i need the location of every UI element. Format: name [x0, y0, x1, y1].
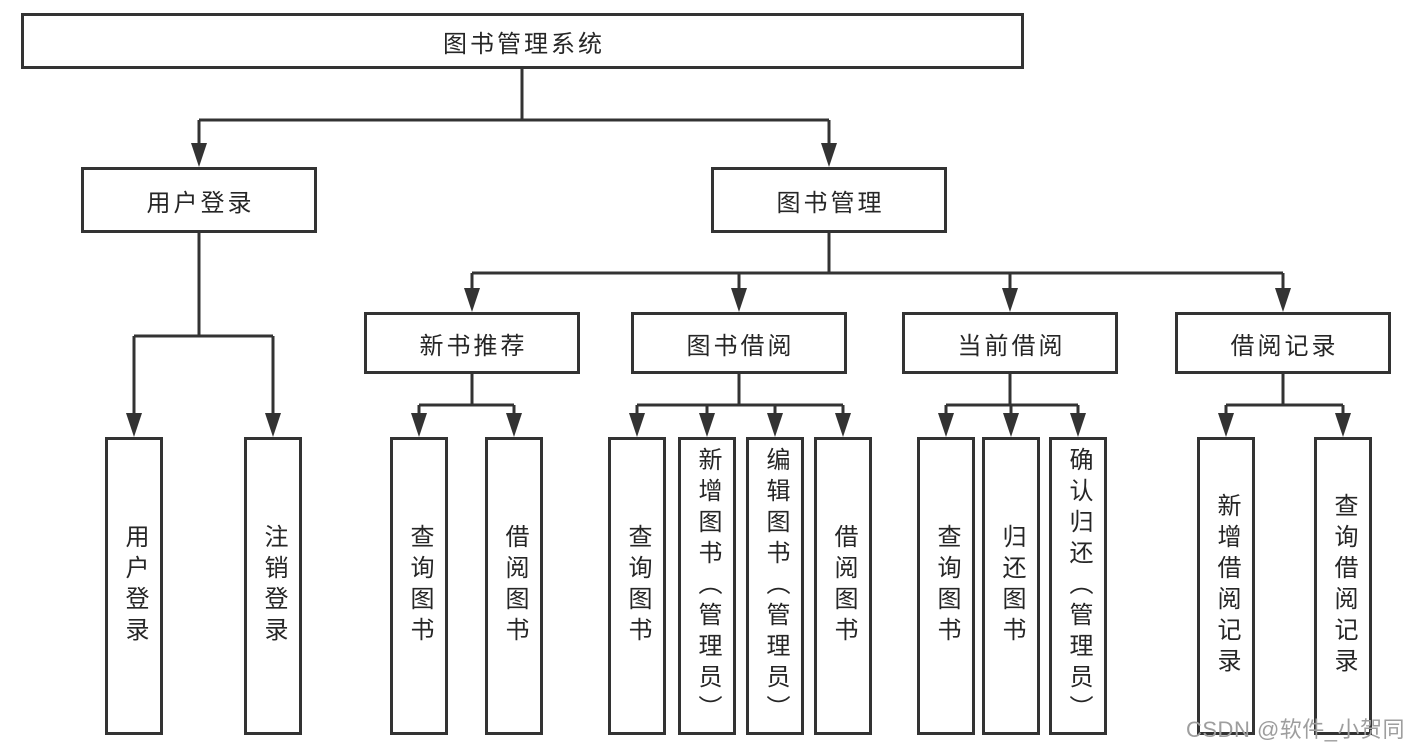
- node-book-management: 图书管理: [711, 167, 947, 233]
- leaf-add-borrow-record: 新增借阅记录: [1197, 437, 1255, 735]
- leaf-query-books-current: 查询图书: [917, 437, 975, 735]
- node-book-borrowing: 图书借阅: [631, 312, 847, 374]
- leaf-query-books-recommend: 查询图书: [390, 437, 448, 735]
- connector-path: [132, 69, 1345, 415]
- node-root-system: 图书管理系统: [21, 13, 1024, 69]
- leaf-borrow-books-borrow: 借阅图书: [814, 437, 872, 735]
- leaf-borrow-books-recommend: 借阅图书: [485, 437, 543, 735]
- leaf-query-borrow-record: 查询借阅记录: [1314, 437, 1372, 735]
- leaf-query-books-borrow: 查询图书: [608, 437, 666, 735]
- node-current-borrowing: 当前借阅: [902, 312, 1118, 374]
- leaf-return-books: 归还图书: [982, 437, 1040, 735]
- node-user-login: 用户登录: [81, 167, 317, 233]
- arrowheads: [126, 143, 1351, 437]
- leaf-confirm-return-admin: 确认归还（管理员）: [1049, 437, 1107, 735]
- leaf-edit-books-admin: 编辑图书（管理员）: [746, 437, 804, 735]
- leaf-user-login: 用户登录: [105, 437, 163, 735]
- leaf-add-books-admin: 新增图书（管理员）: [678, 437, 736, 735]
- leaf-logout: 注销登录: [244, 437, 302, 735]
- csdn-watermark: CSDN @软件_小贺同学: [1186, 717, 1405, 742]
- node-new-book-recommendation: 新书推荐: [364, 312, 580, 374]
- node-borrowing-records: 借阅记录: [1175, 312, 1391, 374]
